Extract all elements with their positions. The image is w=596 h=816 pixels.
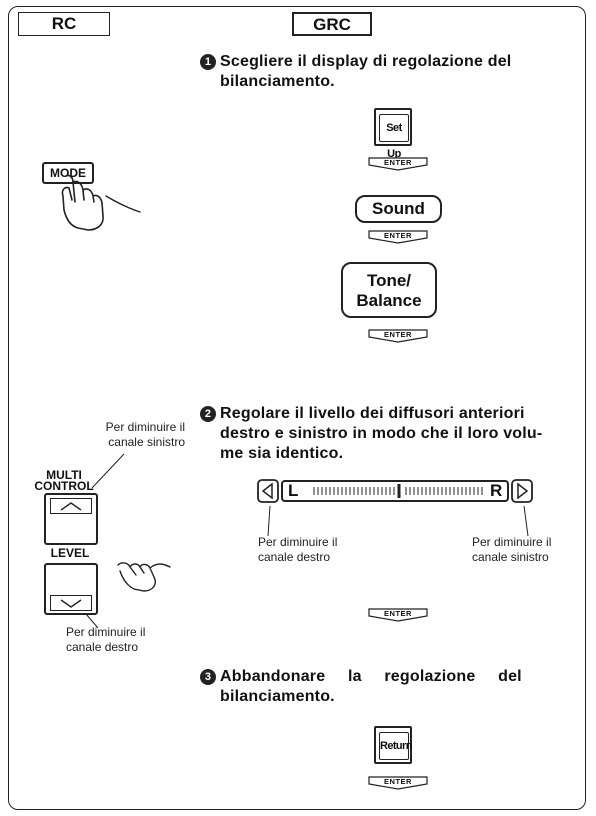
enter-button-1[interactable]: ENTER: [368, 157, 428, 171]
setup-button-frame[interactable]: Set Up: [374, 108, 412, 160]
tone-balance-button[interactable]: Tone/ Balance: [341, 262, 437, 318]
return-button[interactable]: Return: [379, 732, 412, 760]
sound-button[interactable]: Sound: [355, 195, 442, 223]
leader-line-top: [91, 453, 125, 489]
note-bar-decrease-right: Per diminuire il canale destro: [258, 535, 338, 564]
leader-line-bottom: [85, 613, 99, 629]
right-triangle-icon: [517, 482, 529, 500]
balance-scale: [281, 480, 509, 502]
multi-control-up-button[interactable]: [44, 493, 98, 545]
setup-button[interactable]: Set Up: [379, 114, 409, 160]
instruction-panel: [8, 6, 586, 810]
left-triangle-icon: [261, 482, 273, 500]
rc-header: RC: [18, 12, 110, 36]
hand-pointer-icon: [61, 174, 141, 231]
level-label: LEVEL: [50, 546, 90, 560]
balance-right-label: R: [490, 481, 503, 500]
tone-balance-label-line1: Tone/: [366, 271, 412, 290]
chevron-down-icon: [50, 595, 92, 611]
enter-button-4[interactable]: ENTER: [368, 608, 428, 622]
balance-left-label: L: [288, 481, 299, 500]
note-bar-decrease-left: Per diminuire il canale sinistro: [472, 535, 552, 564]
step-1-number: 1: [200, 54, 216, 70]
note-decrease-left-rc: Per diminuire il canale sinistro: [105, 420, 185, 449]
mode-button[interactable]: MODE: [42, 162, 94, 184]
bar-leader-lines: [267, 505, 529, 537]
enter-button-5[interactable]: ENTER: [368, 776, 428, 790]
tone-balance-label-line2: Balance: [356, 291, 422, 310]
return-button-frame[interactable]: Return: [374, 726, 412, 764]
enter-button-2[interactable]: ENTER: [368, 230, 428, 244]
multi-control-label: MULTI CONTROL: [34, 468, 94, 493]
grc-header: GRC: [292, 12, 372, 36]
step-2-number: 2: [200, 406, 216, 422]
chevron-up-icon: [50, 498, 92, 514]
multi-control-down-button[interactable]: [44, 563, 98, 615]
hand-icon: [117, 562, 171, 592]
note-decrease-right-rc: Per diminuire il canale destro: [66, 625, 146, 654]
enter-button-3[interactable]: ENTER: [368, 329, 428, 343]
balance-bar: [257, 479, 533, 503]
step-3-number: 3: [200, 669, 216, 685]
